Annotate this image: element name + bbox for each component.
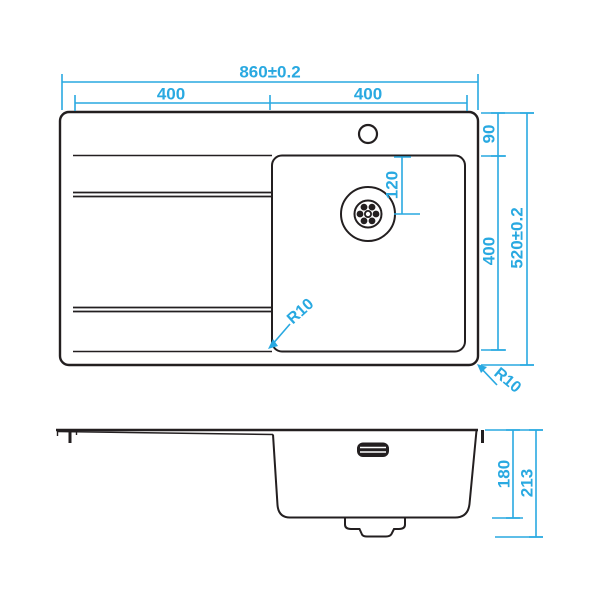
- dim-rim-90: 90: [479, 124, 499, 144]
- leader-bowl-radius: [268, 323, 291, 349]
- bowl-outline: [271, 154, 466, 353]
- drain-outlet-profile: [344, 517, 406, 538]
- sink-top-view: [58, 110, 480, 367]
- top-view-dimensions: [61, 74, 534, 386]
- faucet-hole-icon: [357, 123, 379, 145]
- leader-corner-radius: [477, 364, 498, 386]
- dim-overall-depth-213: 213: [517, 468, 537, 498]
- drainboard-slope-line: [57, 430, 274, 436]
- dim-left-400: 400: [156, 84, 186, 104]
- dim-drain-120: 120: [382, 170, 402, 200]
- overflow-hole-icon: [357, 442, 389, 457]
- drainboard-outline: [73, 154, 272, 353]
- drain-strainer-icon: [340, 186, 396, 242]
- drainboard-grooves: [73, 191, 272, 313]
- side-view-dimensions: [485, 429, 543, 538]
- dim-right-400: 400: [353, 84, 383, 104]
- dim-total-520: 520±0.2: [507, 207, 527, 269]
- outer-rim-outline: [58, 110, 480, 367]
- dim-bowl-400: 400: [479, 236, 499, 266]
- dim-total-width: 860±0.2: [239, 62, 301, 82]
- sink-side-view: [56, 428, 484, 538]
- bowl-profile: [272, 430, 478, 519]
- dim-bowl-depth-180: 180: [494, 459, 514, 489]
